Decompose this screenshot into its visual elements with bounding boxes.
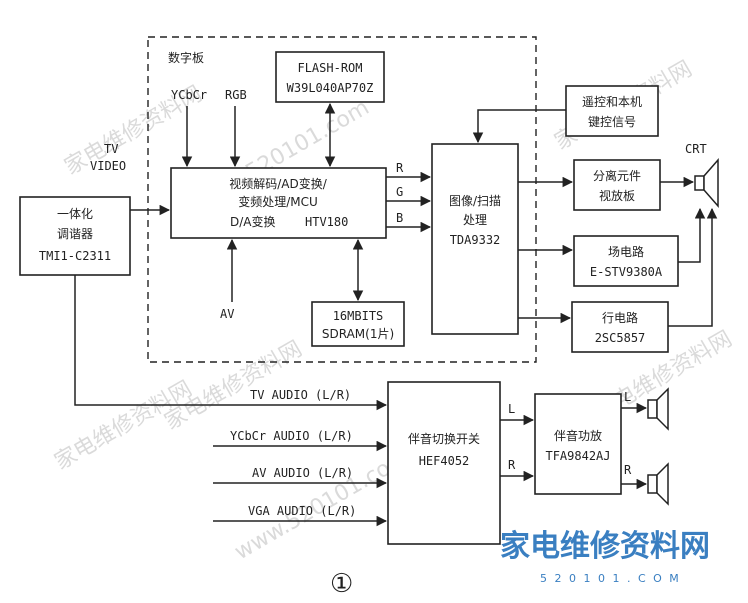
flash-rom-part-number: W39L040AP70Z <box>287 81 374 95</box>
image-processor-label: 处理 <box>463 213 487 227</box>
digital-board-region <box>147 36 537 363</box>
remote-control-label: 键控信号 <box>588 115 636 129</box>
digital-board-title: 数字板 <box>168 50 204 65</box>
crt-label: CRT <box>685 142 707 156</box>
image-processor-block: 图像/扫描 处理 TDA9332 <box>431 143 519 335</box>
field-circuit-part-number: E-STV9380A <box>590 265 663 279</box>
site-logo: 家电维修资料网 5 2 0 1 0 1 . C O M <box>500 529 710 585</box>
decoder-label: 变频处理/MCU <box>238 194 318 209</box>
amp-left-label: L <box>624 390 631 404</box>
field-to-crt-arrow <box>678 207 706 263</box>
site-logo-text: 家电维修资料网 <box>500 529 710 564</box>
right-speaker-icon <box>647 462 669 506</box>
ycbcr-audio-label: YCbCr AUDIO (L/R) <box>230 429 353 443</box>
line-circuit-label: 行电路 <box>602 310 638 325</box>
crt-board-block: 分离元件 视放板 <box>573 159 661 211</box>
line-circuit-block: 行电路 2SC5857 <box>571 301 669 353</box>
line-to-crt-arrow <box>668 207 718 327</box>
input-tv-video-label: VIDEO <box>90 159 126 173</box>
amp-right-label: R <box>624 463 632 477</box>
audio-switch-block: 伴音切换开关 HEF4052 <box>387 381 501 545</box>
audio-amp-part-number: TFA9842AJ <box>545 449 610 463</box>
audio-amp-block: 伴音功放 TFA9842AJ <box>534 393 622 495</box>
crt-board-label: 分离元件 <box>593 168 641 183</box>
left-speaker-icon <box>647 387 669 431</box>
flash-rom-block: FLASH-ROM W39L040AP70Z <box>275 51 385 103</box>
decoder-label: D/A变换 <box>230 214 276 229</box>
sdram-label: SDRAM(1片) <box>322 327 394 341</box>
image-processor-part-number: TDA9332 <box>450 233 501 247</box>
crt-tube-icon <box>694 158 719 208</box>
tuner-block: 一体化 调谐器 TMI1-C2311 <box>19 196 131 276</box>
g-signal-label: G <box>396 185 403 199</box>
r-signal-label: R <box>396 161 404 175</box>
crt-board-label: 视放板 <box>599 188 635 203</box>
input-ycbcr-label: YCbCr <box>171 88 207 102</box>
figure-number: ① <box>330 569 353 599</box>
input-tv-video-label: TV <box>104 142 118 156</box>
tv-audio-label: TV AUDIO (L/R) <box>250 388 351 402</box>
sdram-block: 16MBITS SDRAM(1片) <box>311 301 405 347</box>
decoder-part-number: HTV180 <box>305 215 348 229</box>
input-rgb-label: RGB <box>225 88 247 102</box>
switch-right-label: R <box>508 458 516 472</box>
audio-amp-label: 伴音功放 <box>554 428 602 443</box>
image-processor-label: 图像/扫描 <box>449 194 501 208</box>
line-circuit-part-number: 2SC5857 <box>595 331 646 345</box>
audio-switch-part-number: HEF4052 <box>419 454 470 468</box>
tuner-part-number: TMI1-C2311 <box>39 249 111 263</box>
audio-switch-label: 伴音切换开关 <box>408 431 480 446</box>
av-audio-label: AV AUDIO (L/R) <box>252 466 353 480</box>
input-av-label: AV <box>220 307 234 321</box>
flash-rom-label: FLASH-ROM <box>297 61 362 75</box>
field-circuit-block: 场电路 E-STV9380A <box>573 235 679 287</box>
switch-left-label: L <box>508 402 515 416</box>
decoder-label: 视频解码/AD变换/ <box>229 176 327 191</box>
sdram-label: 16MBITS <box>333 309 384 323</box>
remote-control-block: 遥控和本机 键控信号 <box>565 85 659 137</box>
decoder-block: 视频解码/AD变换/ 变频处理/MCU D/A变换 HTV180 <box>170 167 387 239</box>
remote-to-processor-arrow <box>472 109 566 144</box>
tuner-label: 一体化 <box>57 207 93 221</box>
site-logo-url: 5 2 0 1 0 1 . C O M <box>540 572 681 585</box>
remote-control-label: 遥控和本机 <box>582 95 642 109</box>
vga-audio-label: VGA AUDIO (L/R) <box>248 504 356 518</box>
tuner-label: 调谐器 <box>57 227 93 241</box>
tuner-audio-wire <box>74 275 388 411</box>
field-circuit-label: 场电路 <box>608 244 644 259</box>
b-signal-label: B <box>396 211 403 225</box>
